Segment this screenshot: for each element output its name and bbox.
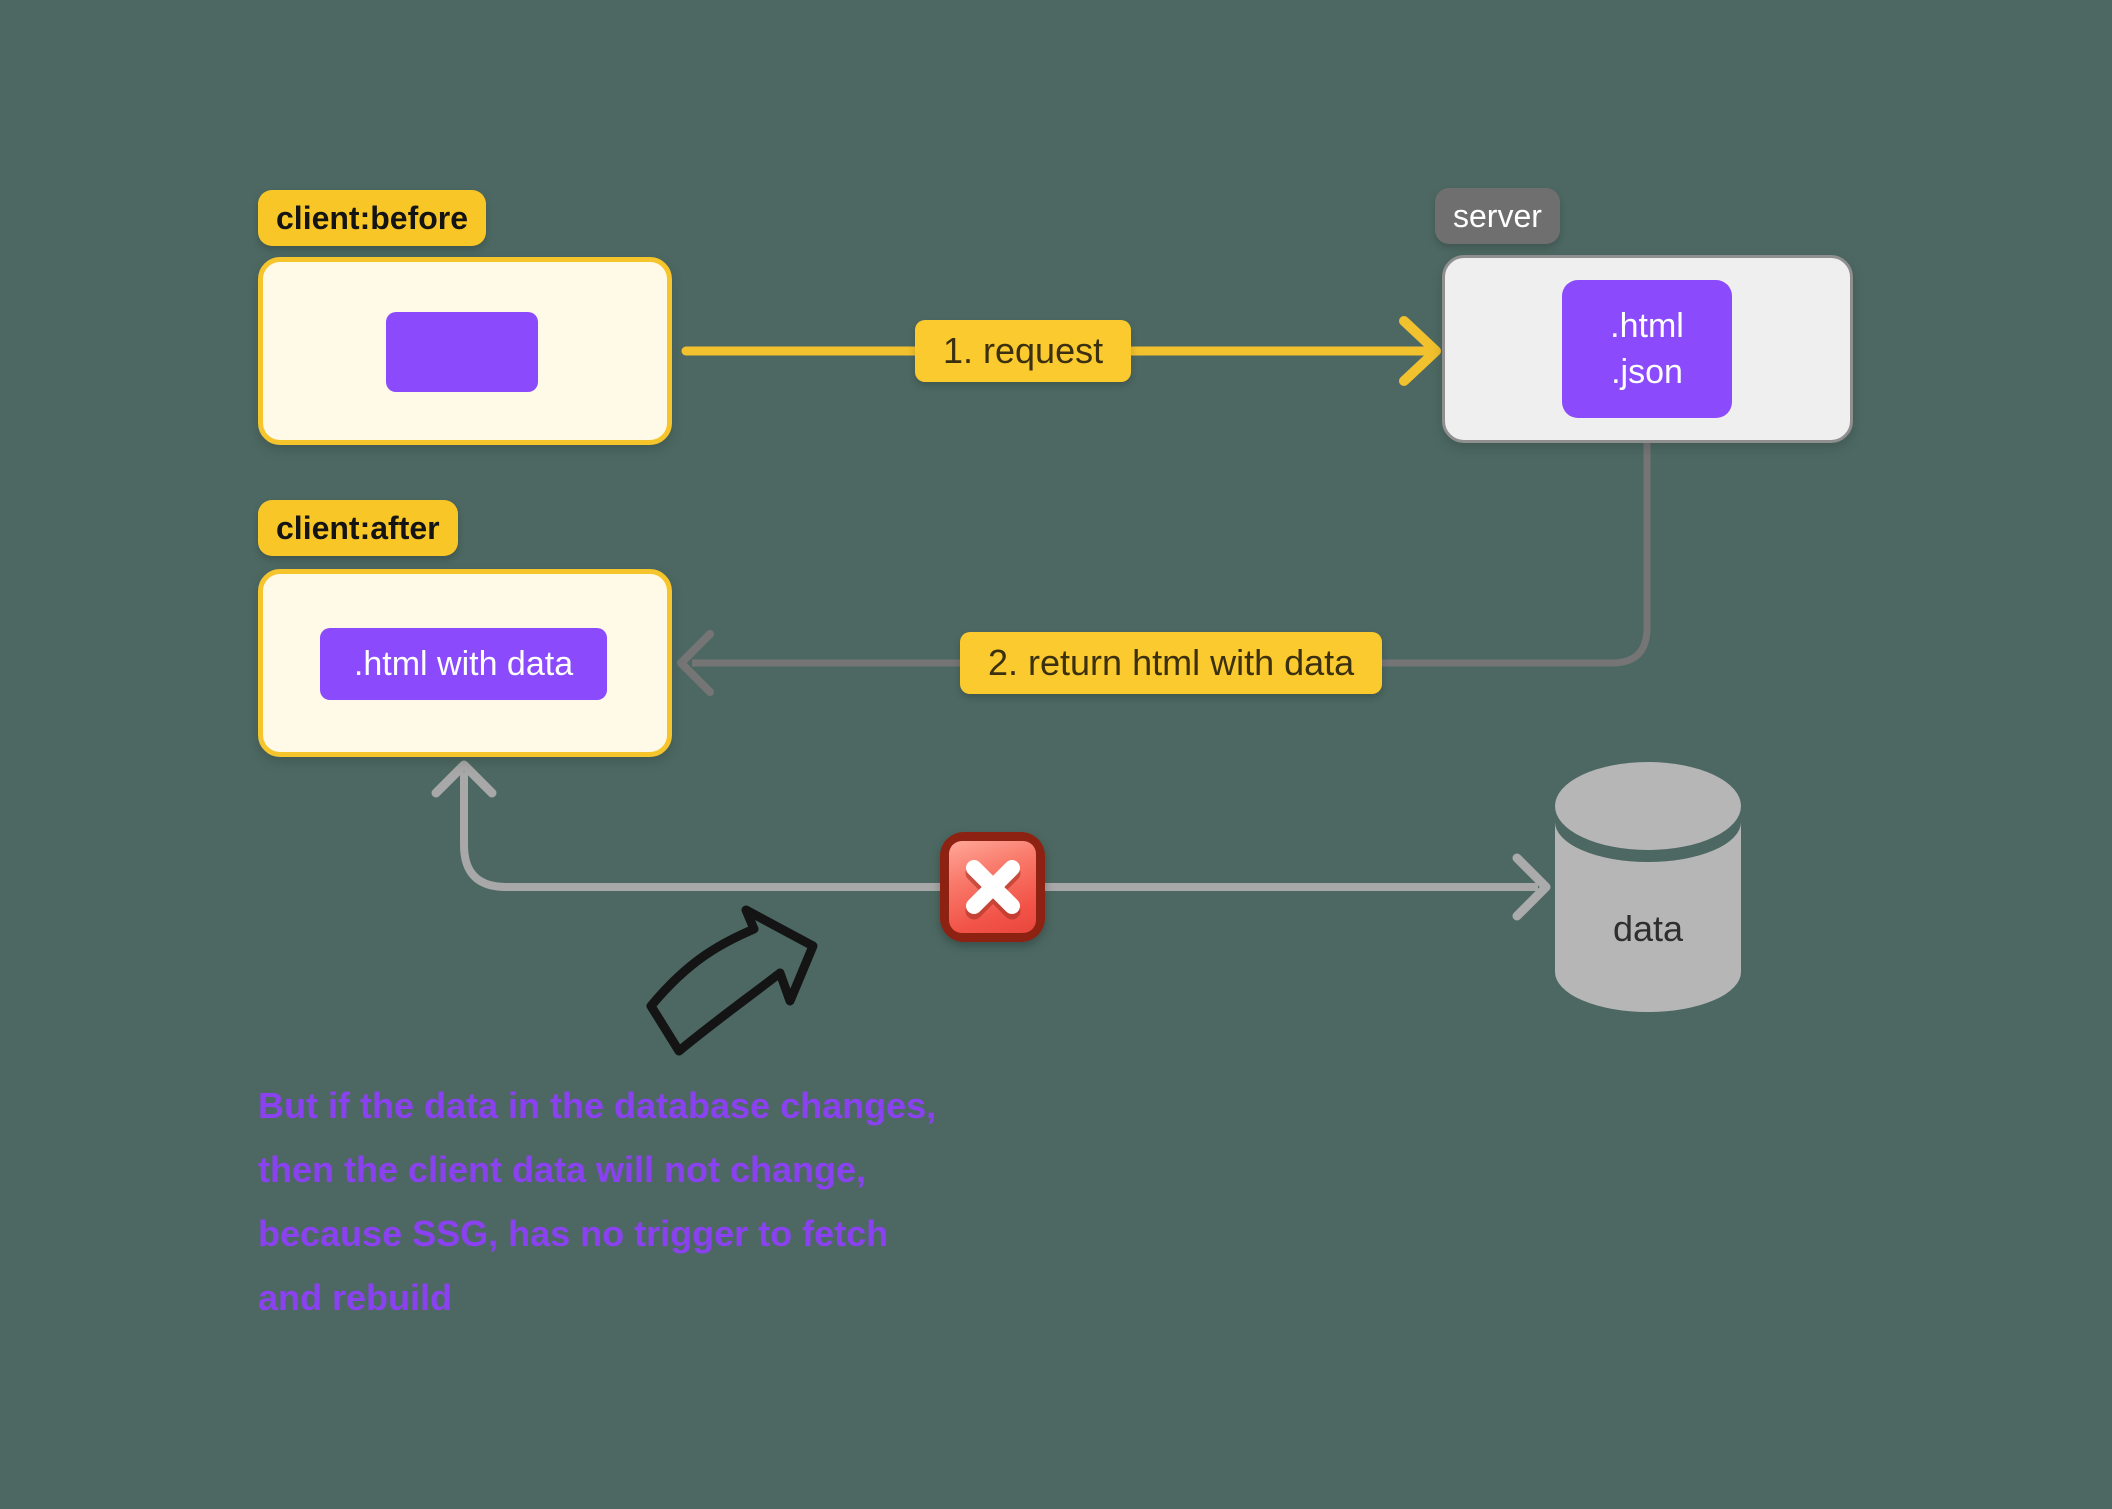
server-badge: server: [1435, 188, 1560, 244]
request-arrowhead-icon: [1399, 316, 1441, 386]
return-arrowhead-icon: [677, 630, 714, 696]
request-label: 1. request: [915, 320, 1132, 382]
client-before-badge: client:before: [258, 190, 487, 246]
client-after-content-box: .html with data: [320, 628, 607, 700]
fetch-up-arrowhead-icon: [431, 760, 497, 798]
cross-mark-inner: [949, 841, 1036, 933]
note-line-1: But if the data in the database changes,: [258, 1085, 937, 1126]
server-file-html: .html: [1610, 307, 1684, 345]
note-line-3: because SSG, has no trigger to fetch: [258, 1213, 889, 1254]
note-line-2: then the client data will not change,: [258, 1149, 867, 1190]
note-line-4: and rebuild: [258, 1277, 453, 1318]
hand-drawn-arrow-icon: [646, 905, 818, 1056]
server-file-json: .json: [1611, 353, 1683, 391]
cross-mark-glyph: [965, 860, 1020, 920]
server-files-box: .html .json: [1562, 280, 1732, 418]
database-label: data: [1612, 908, 1684, 949]
database-cylinder-icon: [1555, 762, 1741, 1012]
fetch-right-arrowhead-icon: [1512, 853, 1551, 921]
cross-mark-icon: [940, 832, 1045, 942]
note-text: But if the data in the database changes,…: [258, 1074, 936, 1330]
client-before-content-box: [386, 312, 538, 392]
fetch-arrow: [431, 760, 1551, 921]
return-label: 2. return html with data: [960, 632, 1383, 694]
client-after-badge: client:after: [258, 500, 458, 556]
return-arrow: [677, 443, 1651, 696]
